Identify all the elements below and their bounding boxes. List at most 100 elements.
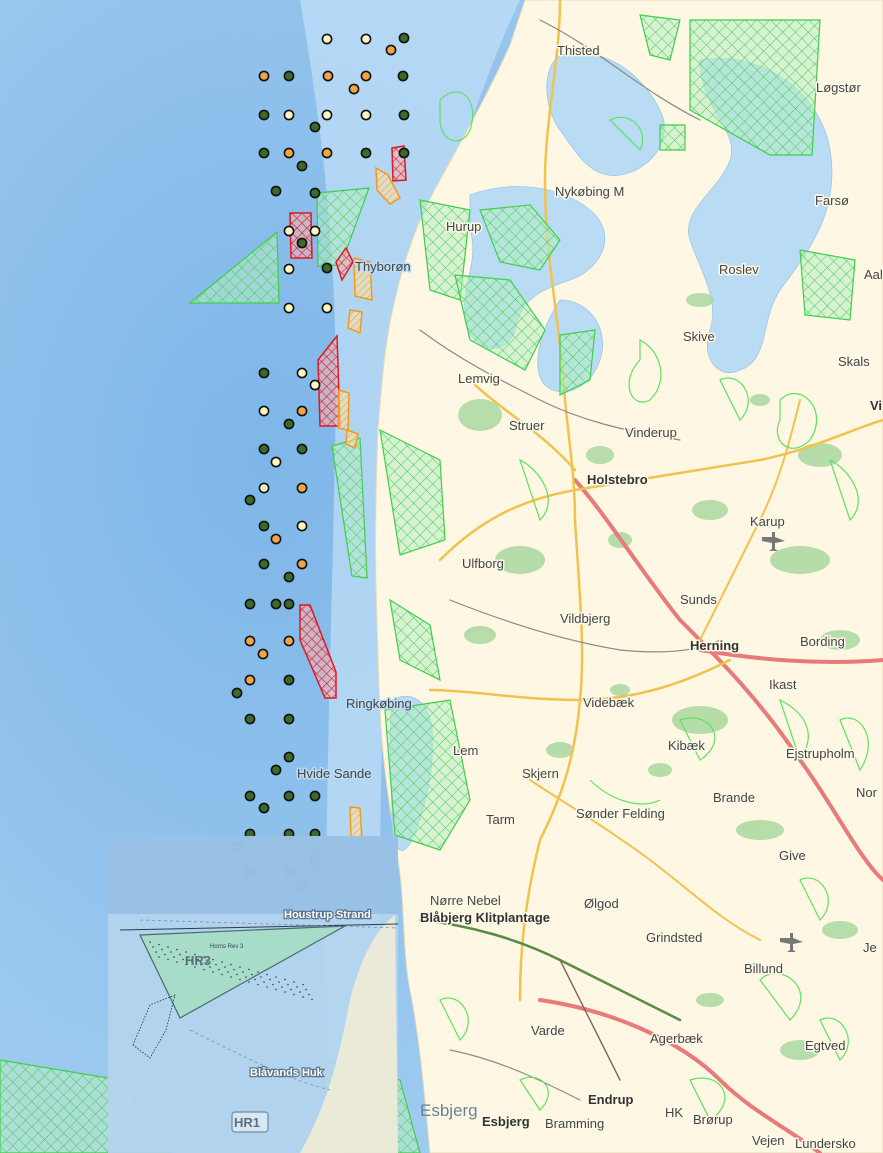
- place-label: HK: [665, 1105, 683, 1120]
- place-label: Løgstør: [816, 80, 861, 95]
- turbine-marker: [398, 32, 410, 44]
- turbine-marker: [258, 558, 270, 570]
- place-label: Sunds: [680, 592, 717, 607]
- turbine-marker: [321, 33, 333, 45]
- turbine-marker: [283, 225, 295, 237]
- hr1-label: HR1: [234, 1115, 260, 1130]
- turbine-marker: [257, 648, 269, 660]
- hr3-turbine: [278, 981, 280, 983]
- place-label: Egtved: [805, 1038, 845, 1053]
- hr3-turbine: [257, 983, 259, 986]
- place-label: Herning: [690, 638, 739, 653]
- turbine-marker: [258, 802, 270, 814]
- turbine-marker: [348, 83, 360, 95]
- hr3-turbine: [296, 986, 298, 988]
- place-label: Vinderup: [625, 425, 677, 440]
- place-label: Billund: [744, 961, 783, 976]
- place-label: Sønder Felding: [576, 806, 665, 821]
- turbine-marker: [397, 70, 409, 82]
- turbine-marker: [385, 44, 397, 56]
- hr3-turbine: [203, 956, 205, 958]
- turbine-marker: [309, 225, 321, 237]
- place-label: Ringkøbing: [346, 696, 412, 711]
- turbine-marker: [309, 187, 321, 199]
- turbine-marker: [296, 520, 308, 532]
- hr3-turbine: [248, 981, 250, 983]
- hr3-turbine: [215, 963, 217, 966]
- place-label: Esbjerg: [420, 1101, 478, 1120]
- turbine-marker: [321, 302, 333, 314]
- hr3-turbine: [284, 991, 286, 993]
- hr3-turbine: [305, 988, 307, 991]
- place-label: Vejen: [752, 1133, 785, 1148]
- hr3-turbine: [164, 953, 166, 956]
- place-label: Brørup: [693, 1112, 733, 1127]
- hr3-turbine: [230, 976, 232, 978]
- hr3-label: HR3: [185, 953, 211, 968]
- hr3-turbine: [224, 966, 226, 968]
- candidate-sites: [289, 145, 407, 841]
- turbine-marker: [244, 598, 256, 610]
- hr3-turbine: [194, 966, 196, 968]
- hr3-turbine: [158, 956, 160, 958]
- place-label: Roslev: [719, 262, 759, 277]
- place-label: Thyborøn: [355, 259, 411, 274]
- hr3-turbine: [242, 971, 244, 973]
- hr3-turbine: [269, 978, 271, 981]
- hr3-turbine: [212, 971, 214, 973]
- place-label: Tarm: [486, 812, 515, 827]
- hr3-turbine: [161, 948, 163, 951]
- hr3-turbine: [218, 968, 220, 971]
- hr3-turbine: [176, 961, 178, 963]
- turbine-marker: [283, 302, 295, 314]
- hr3-turbine: [206, 961, 208, 963]
- place-label: Vi: [870, 398, 882, 413]
- turbine-marker: [283, 751, 295, 763]
- place-label: Skals: [838, 354, 870, 369]
- place-label: Grindsted: [646, 930, 702, 945]
- turbine-marker: [360, 109, 372, 121]
- hr3-turbine: [194, 953, 196, 956]
- green-outlines: [439, 91, 869, 1121]
- hr3-turbine: [221, 973, 223, 976]
- hr3-turbine: [182, 958, 184, 961]
- place-label: Hurup: [446, 219, 481, 234]
- place-label: Aal: [864, 267, 883, 282]
- hr3-turbine: [188, 956, 190, 958]
- place-label: Holstebro: [587, 472, 648, 487]
- turbine-marker: [398, 147, 410, 159]
- place-label: Je: [863, 940, 877, 955]
- turbine-marker: [270, 598, 282, 610]
- place-label: Blåbjerg Klitplantage: [420, 910, 550, 925]
- turbine-marker: [270, 185, 282, 197]
- hr3-turbine: [152, 946, 154, 948]
- turbine-marker: [360, 70, 372, 82]
- hr3-turbine: [248, 968, 250, 971]
- hr3-turbine: [170, 951, 172, 953]
- turbine-marker: [283, 147, 295, 159]
- place-label: Varde: [531, 1023, 565, 1038]
- hr3-turbine: [176, 948, 178, 951]
- place-label: Blåvands Huk: [250, 1067, 324, 1079]
- hr3-turbine: [221, 961, 223, 963]
- hr3-turbine: [251, 973, 253, 976]
- hr3-turbine: [191, 961, 193, 963]
- hr3-turbine: [155, 951, 157, 953]
- turbine-marker: [283, 70, 295, 82]
- place-label: Bording: [800, 634, 845, 649]
- place-label: Endrup: [588, 1092, 634, 1107]
- hr3-small-label: Horns Rev 3: [210, 944, 244, 950]
- place-label: Skive: [683, 329, 715, 344]
- turbine-marker: [244, 494, 256, 506]
- turbine-marker: [283, 713, 295, 725]
- place-label: Vildbjerg: [560, 611, 610, 626]
- place-labels: Thisted Løgstør Nykøbing M Farsø Hurup T…: [249, 42, 883, 1153]
- turbine-marker: [309, 790, 321, 802]
- hr3-turbine: [284, 978, 286, 981]
- turbine-marker: [244, 713, 256, 725]
- road-network: [418, 0, 883, 1153]
- hr3-turbine: [149, 941, 151, 943]
- turbine-marker: [322, 70, 334, 82]
